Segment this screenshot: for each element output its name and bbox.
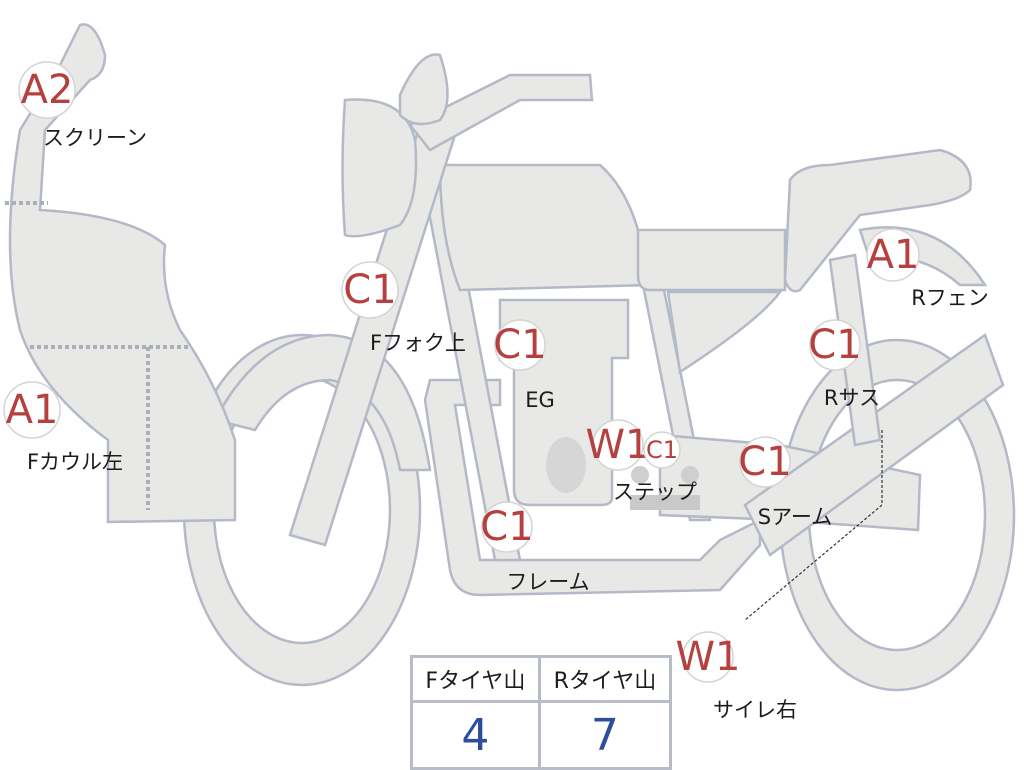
damage-code: C1 [343,267,396,313]
damage-code: C1 [738,439,791,485]
tire-tread-table: Fタイヤ山 Rタイヤ山 4 7 [410,655,673,770]
marker-step-secondary[interactable]: C1 [643,431,681,469]
marker-silencer-right[interactable]: W1 サイレ右 [676,631,798,722]
part-label: Sアーム [758,505,832,529]
front-tire-value: 4 [410,700,541,770]
fuel-tank [438,163,650,292]
part-label: Rサス [824,386,880,410]
marker-frame[interactable]: C1 フレーム [480,501,590,594]
rear-tire-header: Rタイヤ山 [537,655,673,703]
leader-line [744,430,883,621]
cowl-dotted-line [30,345,190,510]
step-peg [681,466,699,484]
damage-code: A2 [21,67,74,113]
part-label: スクリーン [43,126,147,150]
marker-engine[interactable]: C1 EG [493,319,555,412]
muffler [743,333,1005,557]
side-panel [666,290,783,375]
marker-f-cowl-left[interactable]: A1 Fカウル左 [3,381,123,474]
marker-r-suspension[interactable]: C1 Rサス [808,319,880,410]
frame-lower [423,378,762,597]
step-peg [631,466,649,484]
damage-code: A1 [6,387,59,433]
marker-swing-arm[interactable]: C1 Sアーム [738,436,832,529]
damage-code: C1 [493,322,546,368]
mirror [398,53,449,126]
damage-code: C1 [480,504,533,550]
part-label: Rフェン [911,286,989,310]
marker-f-fork-upper[interactable]: C1 Fフォク上 [341,261,466,355]
front-tire-header: Fタイヤ山 [410,655,541,703]
damage-code: C1 [808,322,861,368]
seat-rear [783,148,972,293]
part-label: Fフォク上 [370,331,466,355]
damage-code: W1 [676,634,741,680]
part-label: ステップ [613,480,697,504]
rear-tire-value: 7 [537,700,673,770]
part-label: フレーム [506,570,589,594]
marker-step[interactable]: W1 ステップ [586,419,698,504]
seat-front [636,228,787,292]
damage-code: C1 [646,436,678,464]
step-bar [630,495,700,510]
marker-screen[interactable]: A2 スクリーン [18,61,147,150]
part-label: EG [525,388,555,412]
marker-r-fender[interactable]: A1 Rフェン [866,228,989,310]
part-label: サイレ右 [713,698,797,722]
damage-code: A1 [867,232,920,278]
part-label: Fカウル左 [27,450,123,474]
front-cowl [8,23,237,524]
engine-cover [546,437,586,493]
damage-code: W1 [586,422,651,468]
handlebar [408,73,594,152]
